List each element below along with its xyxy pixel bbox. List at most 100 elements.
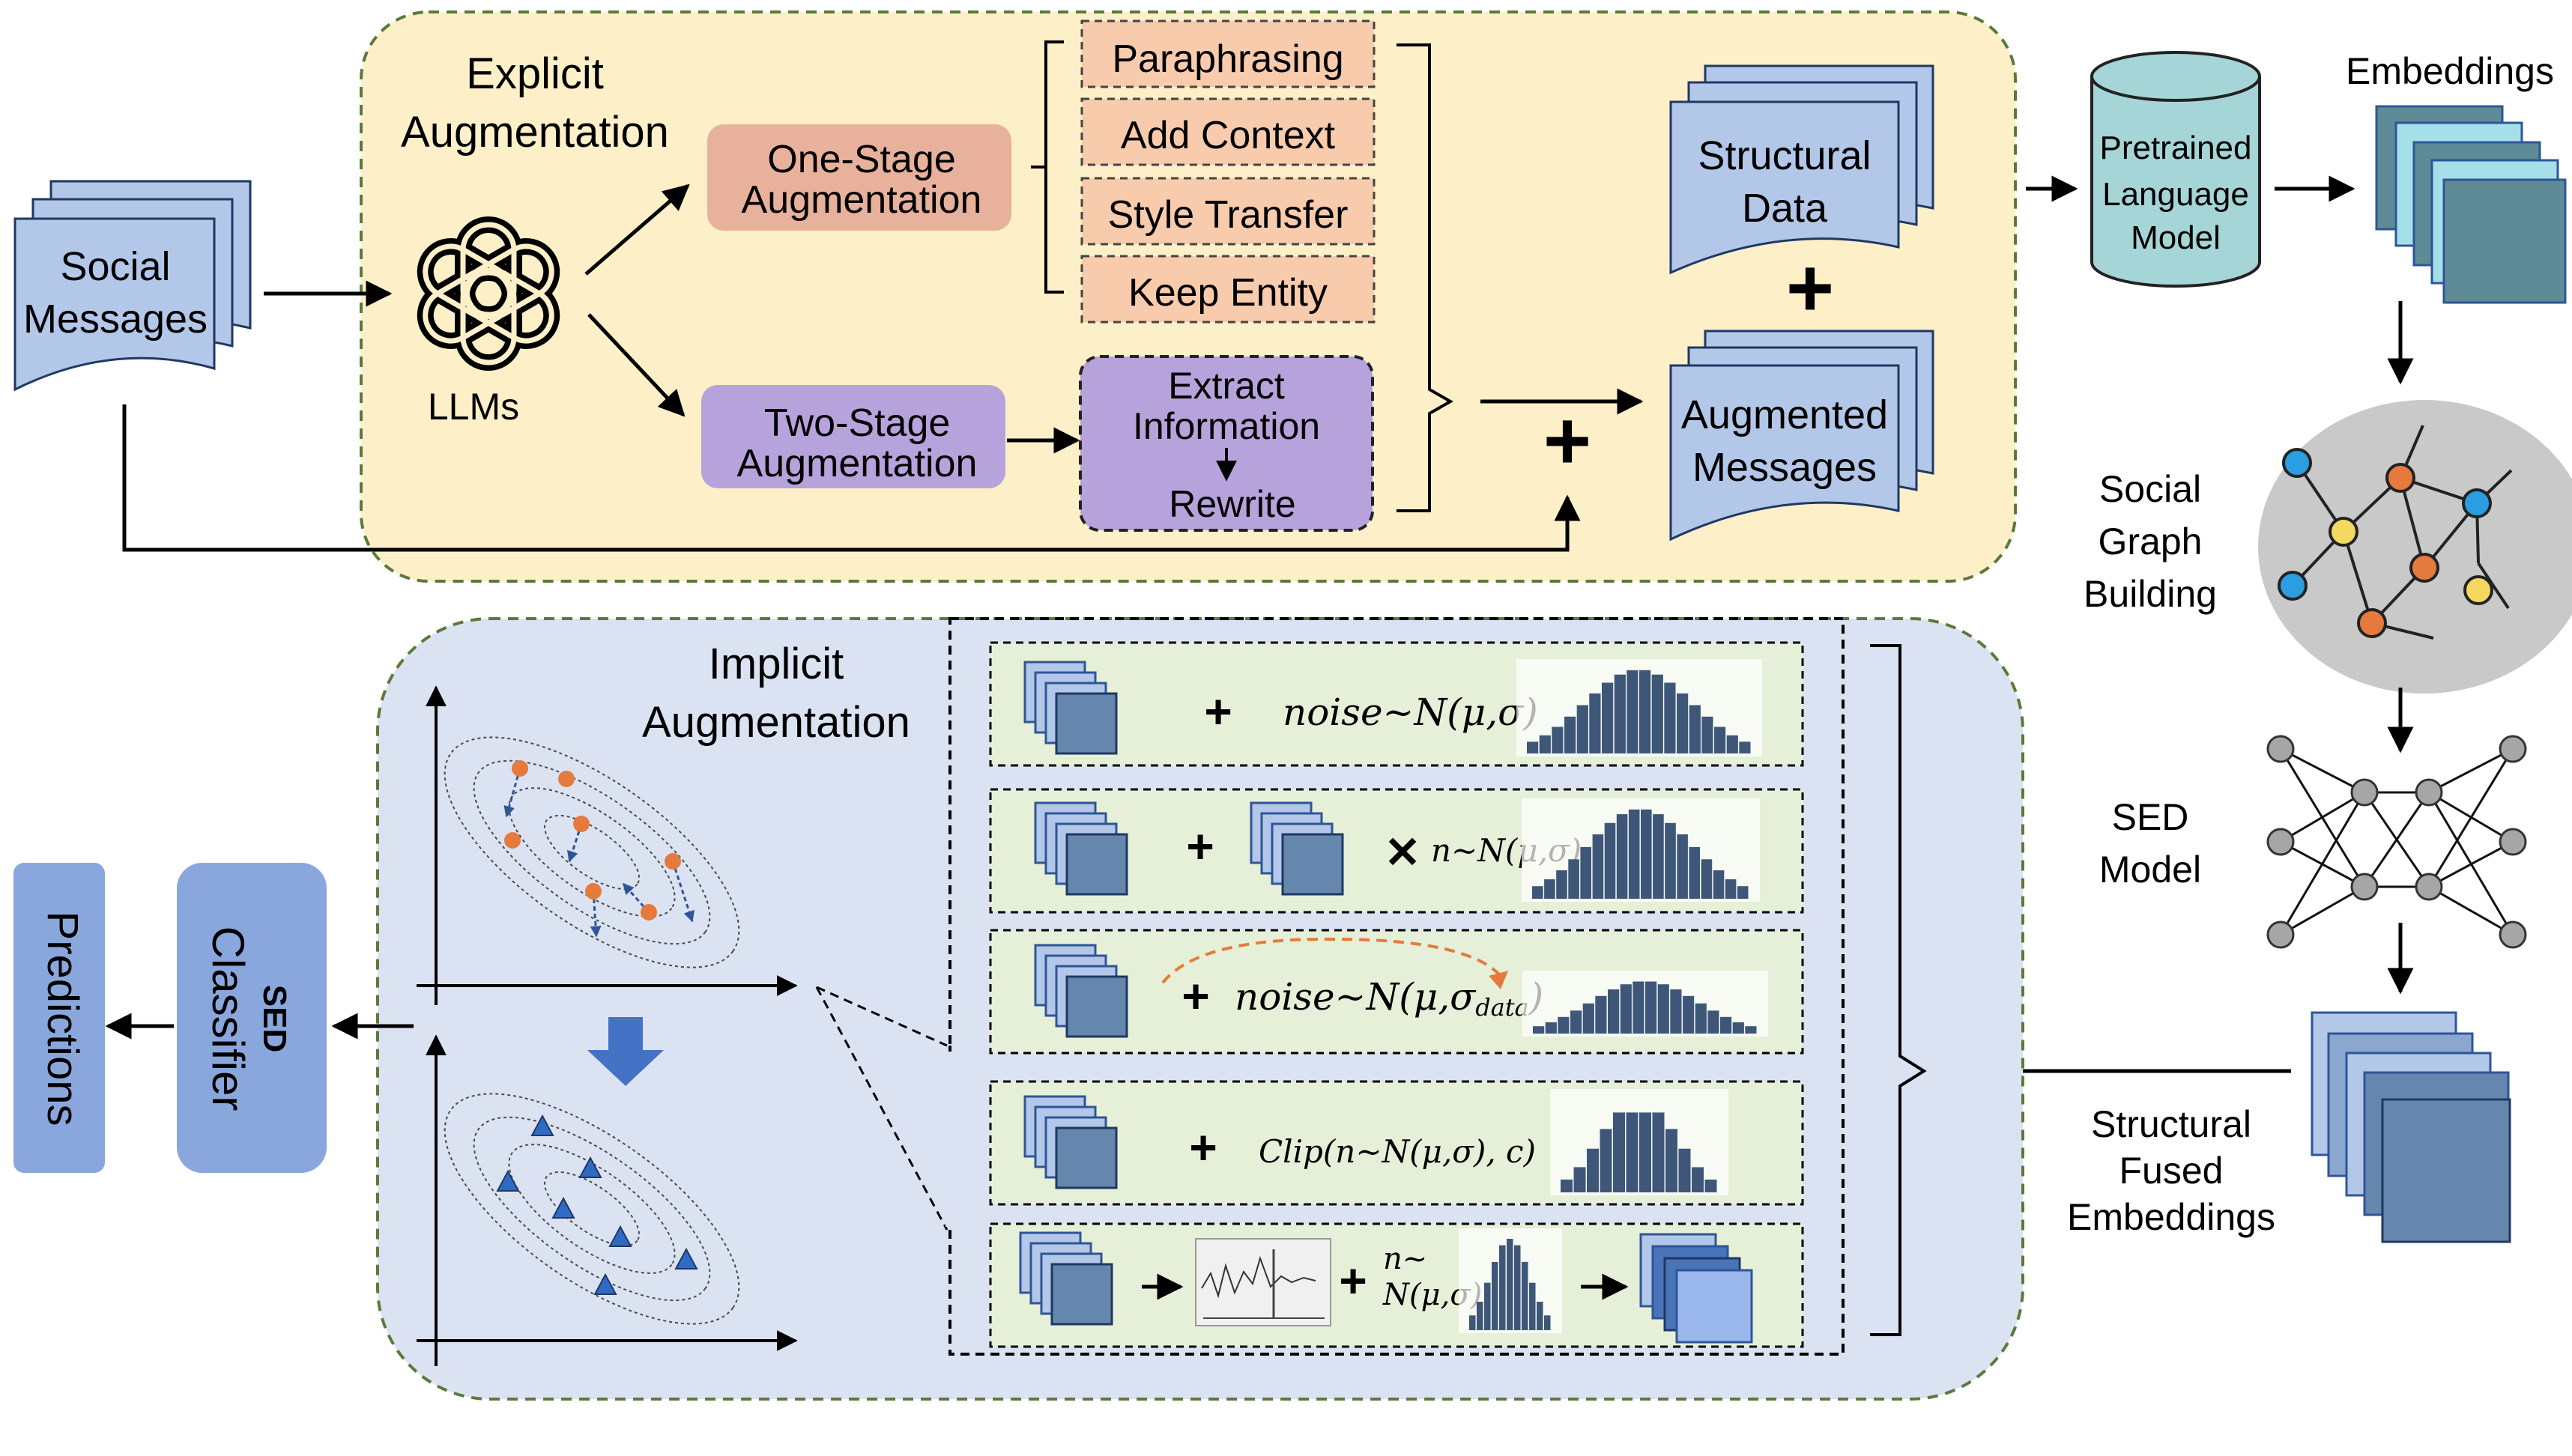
histogram-bar xyxy=(1689,846,1700,899)
histogram-bar xyxy=(1477,1302,1483,1330)
network-node xyxy=(2266,920,2295,949)
histogram-bar xyxy=(1726,735,1738,753)
histogram-bar xyxy=(1732,1022,1744,1034)
histogram-bar xyxy=(1701,859,1713,899)
social-messages-line1: Social xyxy=(60,244,170,289)
embeddings-stack-icon xyxy=(2375,105,2567,304)
llm-label: LLMs xyxy=(428,386,519,428)
histogram-bar xyxy=(1544,1315,1551,1330)
social-graph-line1: Social xyxy=(2099,468,2201,510)
social-graph-icon xyxy=(2278,425,2513,640)
histogram xyxy=(1459,1228,1562,1333)
network-node xyxy=(2499,828,2527,856)
histogram-bar xyxy=(1556,870,1567,899)
implicit-row-multiplicative: + ✕ n~N(μ,σ) xyxy=(989,788,1804,914)
fused-line3: Embeddings xyxy=(2067,1196,2275,1238)
histogram-bar xyxy=(1558,1016,1570,1034)
histogram-bar xyxy=(1620,984,1632,1034)
histogram-bar xyxy=(1745,1026,1757,1034)
histogram-bar xyxy=(1633,981,1644,1034)
plm-cylinder-icon xyxy=(2090,51,2261,288)
histogram-bar xyxy=(1701,716,1713,753)
histogram-bar xyxy=(1639,1112,1651,1192)
sed-model-network-icon xyxy=(2266,735,2527,949)
implicit-methods-frame xyxy=(948,617,1845,1356)
histogram-bar xyxy=(1616,814,1628,899)
histogram-bar xyxy=(1587,1148,1599,1192)
explicit-augmentation-panel: Explicit Augmentation LLMs xyxy=(360,10,2017,583)
histogram xyxy=(1516,659,1762,756)
histogram-bar xyxy=(1469,1315,1476,1330)
histogram-bar xyxy=(1602,682,1614,753)
row-formula-line1: n~ xyxy=(1383,1242,1427,1276)
histogram-bar xyxy=(1645,981,1657,1034)
network-node xyxy=(2499,920,2527,949)
plus-structural-augmented: + xyxy=(1786,242,1834,334)
structural-data-line2: Data xyxy=(1742,186,1828,231)
fused-embeddings-stack-icon xyxy=(2311,1011,2511,1243)
histogram-bar xyxy=(1664,682,1676,753)
predictions-label: Predictions xyxy=(38,911,87,1126)
method-box xyxy=(1080,97,1376,166)
histogram xyxy=(1522,798,1760,902)
network-node xyxy=(2266,735,2295,763)
step-extract: Extract xyxy=(1168,365,1285,407)
histogram-bar xyxy=(1514,1245,1521,1330)
implicit-title-line2: Augmentation xyxy=(642,698,910,747)
spectral-plot-thumbnail xyxy=(1195,1238,1331,1326)
plm-line1: Pretrained xyxy=(2099,130,2251,166)
method-box xyxy=(1080,177,1376,246)
histogram-bar xyxy=(1665,1129,1677,1192)
arrow-social-to-plus xyxy=(122,404,1581,552)
histogram-bar xyxy=(1628,809,1640,899)
network-node xyxy=(2415,873,2443,901)
row-times: ✕ xyxy=(1385,828,1421,877)
social-messages-line2: Messages xyxy=(23,297,208,342)
llm-logo-icon xyxy=(417,216,560,371)
implicit-title-line1: Implicit xyxy=(709,640,844,688)
one-stage-line2: Augmentation xyxy=(742,178,982,222)
histogram-bar xyxy=(1576,705,1588,753)
histogram-bar xyxy=(1589,693,1601,753)
explicit-title-line2: Augmentation xyxy=(401,108,669,157)
histogram-bar xyxy=(1652,1112,1665,1192)
plm-line3: Model xyxy=(2131,219,2221,256)
row-plus: + xyxy=(1186,819,1214,873)
histogram-bar xyxy=(1670,989,1682,1034)
histogram-bar xyxy=(1613,1112,1625,1192)
histogram-bar xyxy=(1492,1261,1498,1330)
histogram-bar xyxy=(1529,1282,1536,1330)
frame-mask-left xyxy=(945,1049,954,1227)
methods-right-brace xyxy=(1397,43,1454,512)
structural-data-docs xyxy=(1669,64,1934,275)
step-rewrite: Rewrite xyxy=(1169,483,1295,525)
network-node xyxy=(2350,778,2379,807)
latent-space-plot-before xyxy=(417,685,798,1005)
histogram-bar xyxy=(1713,870,1725,899)
histogram-bar xyxy=(1484,1282,1491,1330)
histogram-bar xyxy=(1580,846,1591,899)
histogram-bar xyxy=(1573,1167,1586,1192)
predictions-box xyxy=(13,863,105,1173)
histogram xyxy=(1550,1089,1728,1195)
implicit-row-clipped: + Clip(n~N(μ,σ), c) xyxy=(989,1080,1804,1206)
one-stage-box xyxy=(707,124,1011,231)
method-label: Paraphrasing xyxy=(1112,37,1343,81)
methods-left-brace xyxy=(1031,40,1064,294)
histogram-bar xyxy=(1653,814,1664,899)
network-node xyxy=(2350,873,2379,901)
sed-classifier-box xyxy=(177,863,327,1173)
histogram-bar xyxy=(1527,741,1539,753)
implicit-row-gaussian: + noise~N(μ,σ) xyxy=(989,641,1804,767)
method-list: Paraphrasing Add Context Style Transfer … xyxy=(1080,19,1376,324)
histogram-bar xyxy=(1545,1022,1557,1034)
histogram-bar xyxy=(1570,1010,1582,1034)
histogram-bar xyxy=(1651,674,1663,753)
histogram-bar xyxy=(1614,674,1626,753)
histogram-bar xyxy=(1657,984,1669,1034)
method-box xyxy=(1080,19,1376,88)
network-node xyxy=(2499,735,2527,763)
sed-model-line1: SED xyxy=(2112,796,2189,838)
implicit-row-data-scaled: + noise~N(μ,σdata) xyxy=(989,929,1804,1055)
zoom-line-top xyxy=(816,986,948,1047)
